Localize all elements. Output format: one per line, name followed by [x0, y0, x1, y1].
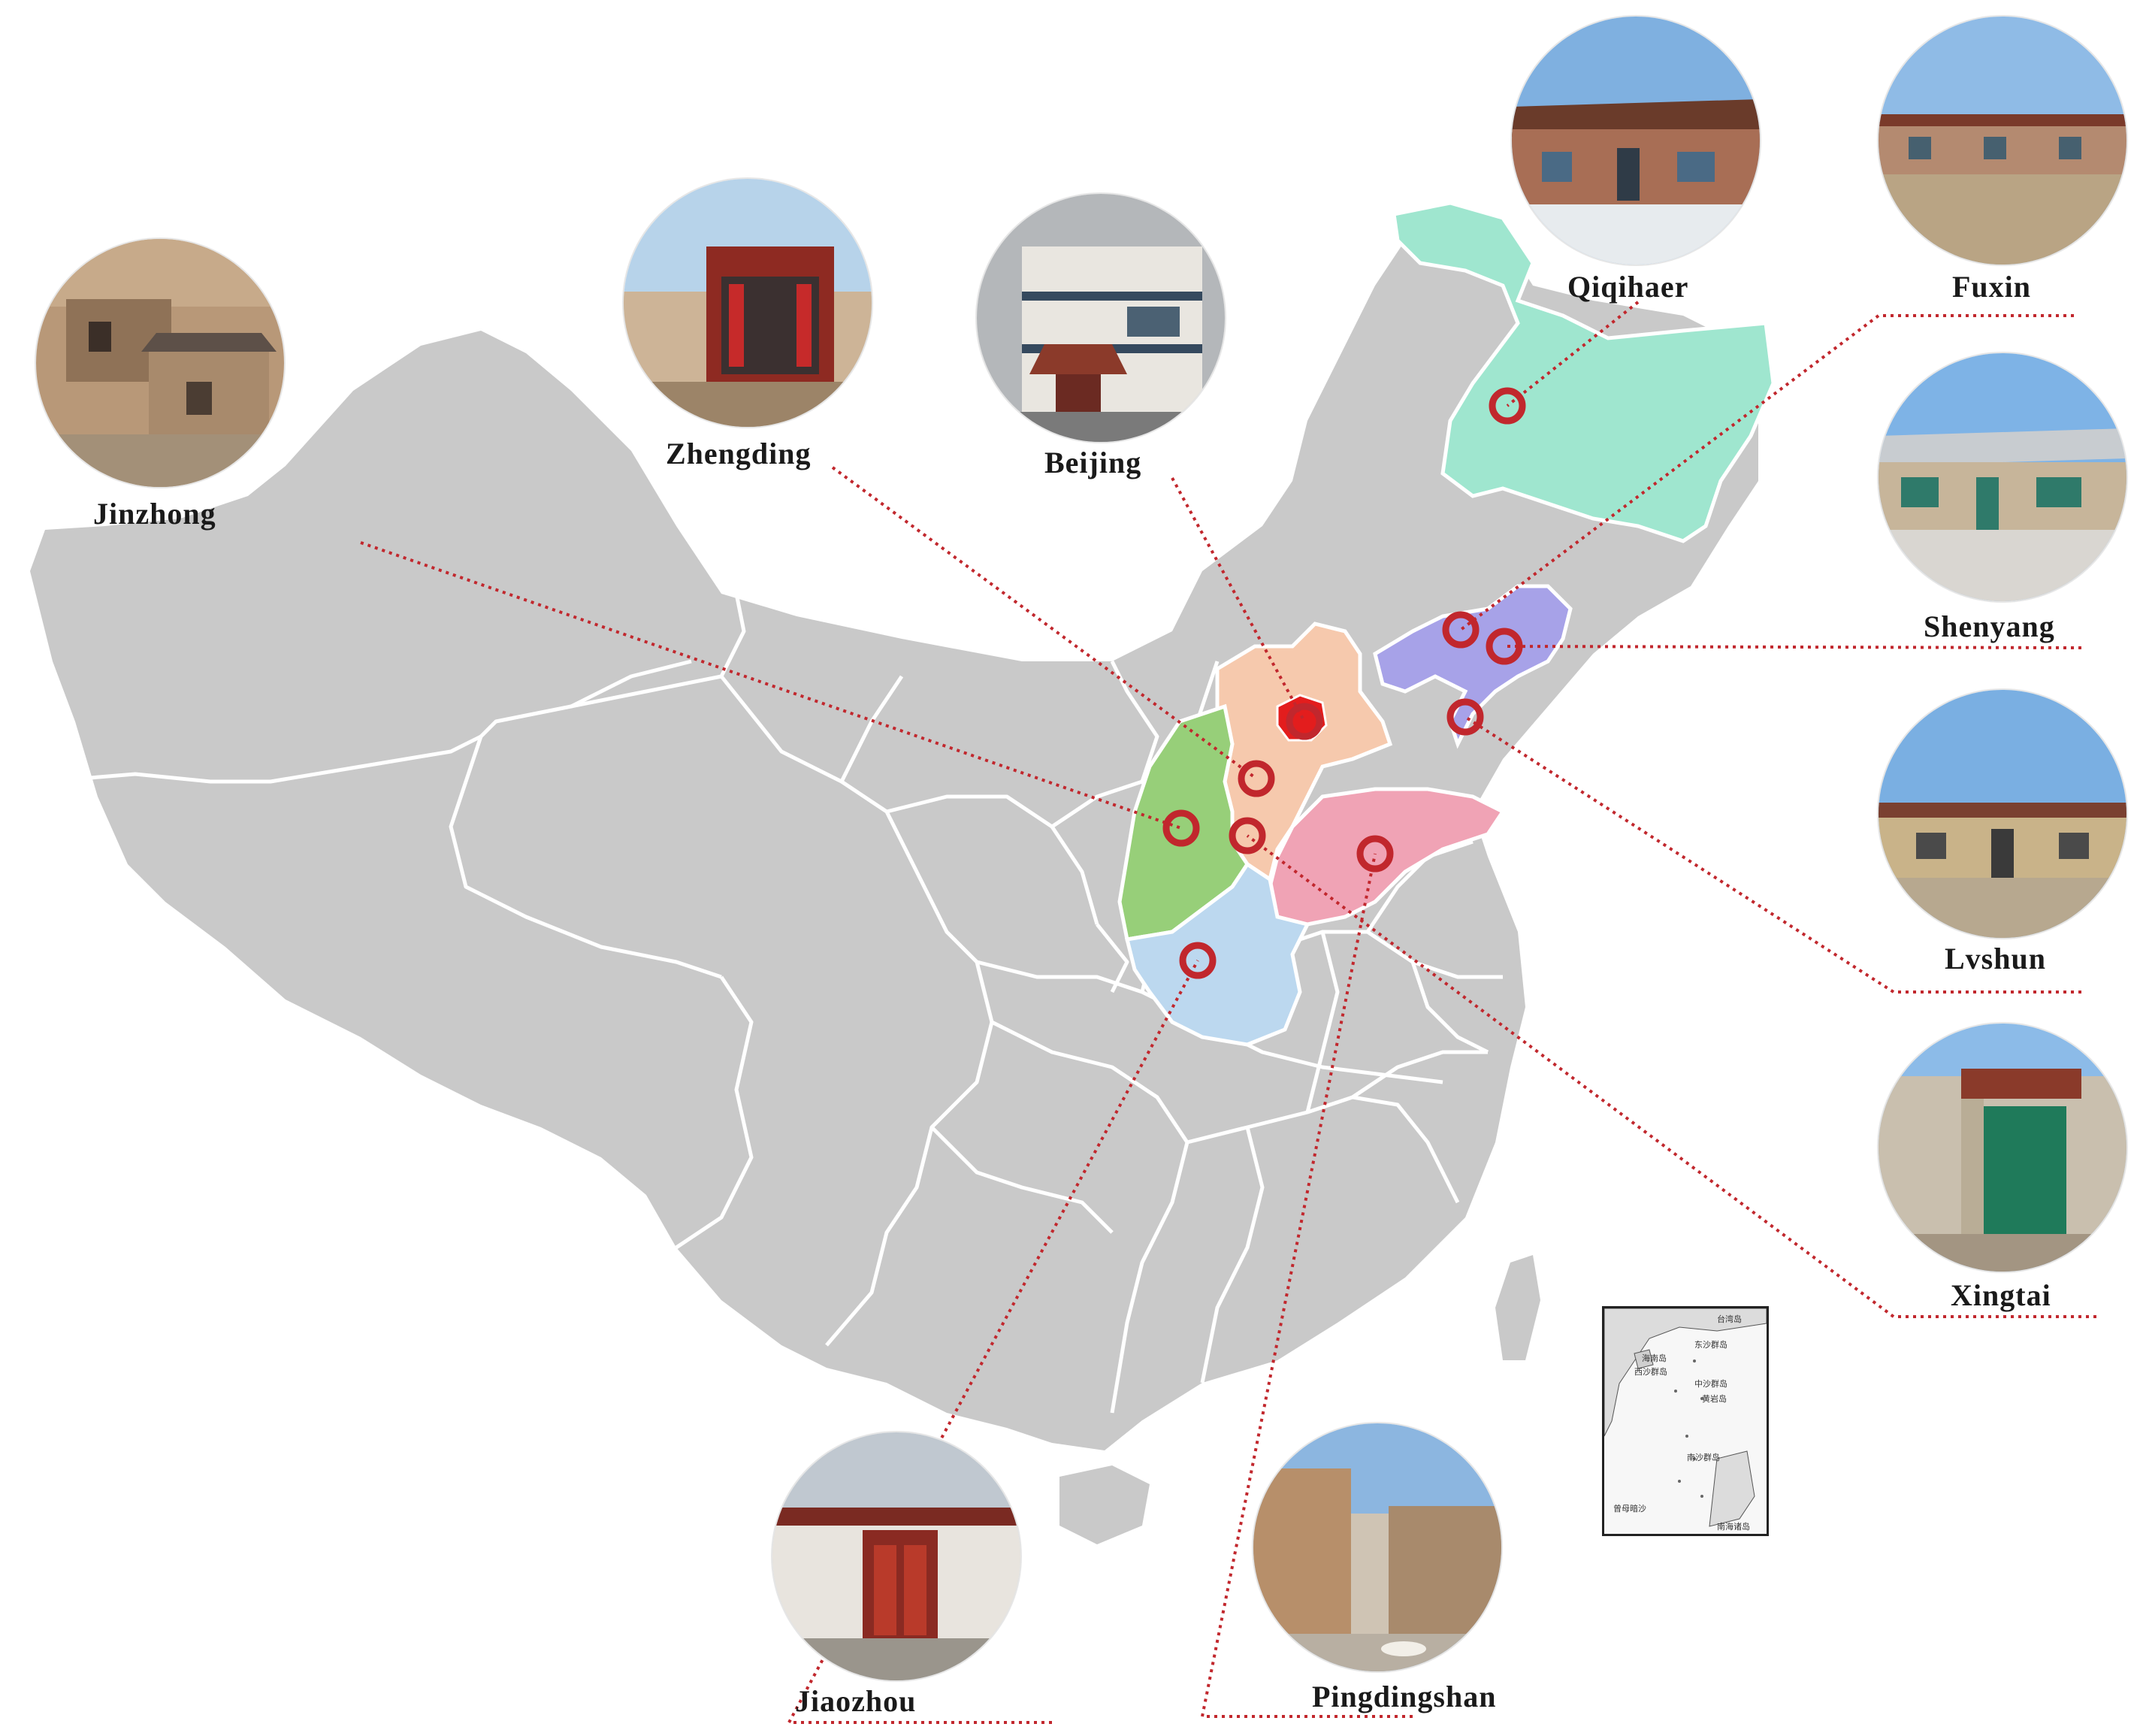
inset-caption-dongsha: 东沙群岛 [1694, 1340, 1727, 1350]
province-henan [1124, 861, 1310, 1047]
leader-line-lvshun [1464, 715, 2081, 994]
photo-fuxin [1879, 17, 2126, 265]
site-label-zhengding: Zhengding [666, 437, 812, 470]
leader-line-jinzhong [360, 541, 1182, 830]
marker-xingtai [1229, 817, 1266, 854]
marker-shenyang [1486, 628, 1523, 665]
leader-line-xingtai [1246, 834, 2096, 1318]
inset-caption-huangyan: 黄岩岛 [1702, 1394, 1727, 1404]
photo-lvshun [1879, 690, 2126, 938]
hainan-island [1059, 1465, 1150, 1544]
leader-line-beijing [1171, 477, 1306, 722]
site-label-pingdingshan: Jiaozhou [795, 1684, 917, 1718]
leader-line-qiqihaer [1506, 301, 1640, 407]
photo-beijing [977, 194, 1225, 442]
marker-lvshun [1446, 698, 1484, 736]
marker-pingdingshan [1179, 942, 1217, 979]
province-borders [44, 593, 1503, 1414]
inset-caption-zhongsha: 中沙群岛 [1694, 1379, 1727, 1389]
inset-caption-zengmu: 曾母暗沙 [1613, 1504, 1646, 1514]
leader-line-shenyang [1504, 645, 2082, 649]
china-landmass [30, 225, 1758, 1450]
marker-beijing [1286, 703, 1323, 740]
inset-caption-nanhai: 南海诸岛 [1717, 1522, 1750, 1532]
leader-line-fuxin [1459, 314, 2074, 631]
marker-zhengding [1238, 760, 1275, 797]
photo-jinzhong [36, 239, 284, 487]
site-label-lvshun: Lvshun [1945, 942, 2046, 975]
leader-line-zhengding [831, 466, 1258, 780]
marker-qiqihaer [1489, 387, 1526, 425]
site-label-fuxin: Fuxin [1952, 270, 2032, 304]
leader-lines [360, 301, 2096, 1724]
site-markers [1162, 387, 1526, 979]
site-label-shenyang: Shenyang [1924, 609, 2055, 643]
site-label-qiqihaer: Qiqihaer [1567, 270, 1689, 304]
inset-map-graphic [1604, 1308, 1767, 1527]
inset-caption-hainan: 海南岛 [1642, 1353, 1667, 1363]
taiwan-island [1495, 1255, 1540, 1360]
site-label-jiaozhou: Pingdingshan [1312, 1680, 1497, 1713]
marker-jinzhong [1162, 809, 1200, 847]
leader-line-pingdingshan [786, 960, 1199, 1724]
site-label-beijing: Beijing [1044, 446, 1142, 479]
photo-shenyang [1879, 353, 2126, 601]
inset-caption-xisha: 西沙群岛 [1634, 1367, 1667, 1377]
photo-xingtai [1879, 1024, 2126, 1272]
province-liaoning [1373, 584, 1573, 749]
marker-fuxin [1442, 611, 1480, 649]
inset-caption-taiwan: 台湾岛 [1717, 1314, 1742, 1324]
marker-jiaozhou [1356, 835, 1394, 873]
photo-zhengding [624, 179, 872, 427]
south-china-sea-inset: 台湾岛 东沙群岛 海南岛 西沙群岛 中沙群岛 黄岩岛 南沙群岛 曾母暗沙 南海诸… [1602, 1306, 1769, 1536]
leader-line-jiaozhou [1200, 853, 1413, 1718]
photo-jiaozhou [1253, 1423, 1501, 1671]
site-label-xingtai: Xingtai [1951, 1278, 2051, 1312]
photo-qiqihaer [1512, 17, 1760, 265]
inset-caption-nansha: 南沙群岛 [1687, 1453, 1720, 1462]
province-heilongjiang [1392, 201, 1776, 543]
site-label-jinzhong: Jinzhong [93, 497, 216, 531]
photo-pingdingshan [772, 1432, 1020, 1680]
